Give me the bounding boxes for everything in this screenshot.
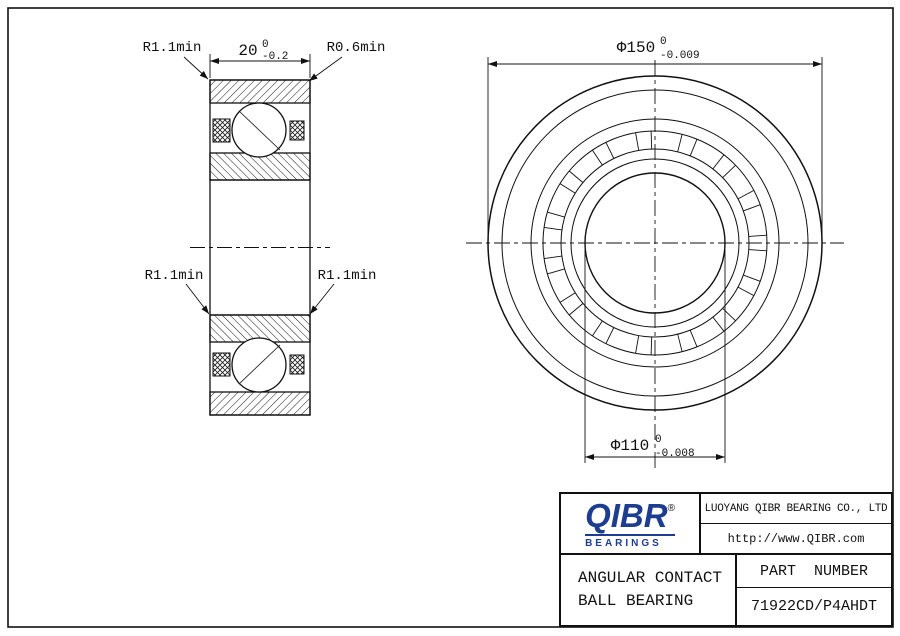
bearing-section-top bbox=[209, 79, 311, 181]
cage-pocket-line bbox=[748, 234, 767, 237]
cage-section-left-bottom bbox=[212, 352, 231, 377]
dim-bore-tol-lower: -0.008 bbox=[655, 448, 695, 460]
cage-pocket-line bbox=[605, 142, 615, 159]
cage-pocket-line bbox=[689, 330, 698, 347]
dim-width-tol-lower: -0.2 bbox=[262, 51, 288, 63]
dim-od-tol-lower: -0.009 bbox=[660, 50, 700, 62]
company-website: http://www.QIBR.com bbox=[727, 531, 865, 546]
company-logo: QIBR® BEARINGS bbox=[561, 494, 701, 553]
cage-pocket-line bbox=[650, 336, 653, 355]
dimension-width: 20 0 -0.2 bbox=[209, 39, 311, 78]
arrowhead-left bbox=[210, 58, 219, 64]
company-info-cell: LUOYANG QIBR BEARING CO., LTD http://www… bbox=[701, 494, 891, 553]
dim-od-tol-upper: 0 bbox=[660, 36, 667, 48]
brand-name: QIBR bbox=[585, 496, 668, 534]
product-type-cell: ANGULAR CONTACT BALL BEARING bbox=[561, 555, 737, 625]
arrowhead-right bbox=[301, 58, 310, 64]
leader-line bbox=[308, 56, 343, 82]
section-outline-bottom bbox=[209, 314, 311, 416]
dim-width-value: 20 bbox=[238, 42, 257, 60]
arrowhead-right bbox=[716, 454, 725, 460]
title-block-row-top: QIBR® BEARINGS LUOYANG QIBR BEARING CO.,… bbox=[561, 494, 891, 555]
fillet-label: R1.1min bbox=[143, 40, 202, 56]
cage-pocket-line bbox=[544, 226, 562, 231]
fillet-label: R1.1min bbox=[318, 268, 377, 284]
product-type-line2: BALL BEARING bbox=[578, 592, 694, 610]
dim-width-tol-upper: 0 bbox=[262, 39, 269, 51]
cage-pocket-line bbox=[547, 211, 565, 218]
section-outline-top bbox=[209, 79, 311, 181]
cage-pocket-line bbox=[712, 154, 725, 170]
cage-pocket-line bbox=[712, 316, 725, 332]
part-number-label: PART NUMBER bbox=[737, 555, 891, 588]
fillet-label: R1.1min bbox=[145, 268, 204, 284]
bearing-section-view: 20 0 -0.2 R1.1min R0.6min R1.1min R1.1mi… bbox=[143, 39, 386, 416]
cage-pocket-lines bbox=[544, 131, 767, 355]
cage-pocket-line bbox=[737, 286, 755, 296]
fillet-label: R0.6min bbox=[327, 40, 386, 56]
brand-lockup: QIBR® bbox=[585, 499, 675, 532]
dim-bore-tol-upper: 0 bbox=[655, 434, 662, 446]
cage-section-right-top bbox=[289, 120, 305, 141]
leader-line bbox=[183, 56, 209, 80]
cage-pocket-line bbox=[737, 190, 755, 200]
cage-pocket-line bbox=[677, 334, 683, 352]
leader-line bbox=[309, 283, 335, 315]
cage-pocket-line bbox=[559, 183, 576, 194]
cage-pocket-line bbox=[605, 327, 615, 344]
company-name: LUOYANG QIBR BEARING CO., LTD bbox=[701, 494, 891, 524]
sheet-border bbox=[7, 7, 894, 628]
dimension-bore-diameter: Φ110 0 -0.008 bbox=[584, 250, 726, 463]
contact-angle-line-top bbox=[238, 110, 281, 151]
registered-trademark-icon: ® bbox=[667, 502, 675, 514]
title-block: QIBR® BEARINGS LUOYANG QIBR BEARING CO.,… bbox=[559, 492, 893, 627]
dim-bore-value: Φ110 bbox=[611, 437, 649, 455]
leader-fillet-mid-right: R1.1min bbox=[309, 268, 377, 315]
cage-pocket-line bbox=[568, 170, 584, 183]
cage-pocket-line bbox=[547, 268, 565, 275]
dim-od-value: Φ150 bbox=[617, 39, 655, 57]
product-type-line1: ANGULAR CONTACT bbox=[578, 568, 723, 587]
arrowhead-right bbox=[813, 61, 822, 67]
part-number-value: 71922CD/P4AHDT bbox=[750, 598, 878, 615]
cage-section-left-top bbox=[212, 118, 231, 143]
brand-subtitle: BEARINGS bbox=[585, 533, 675, 549]
leader-line bbox=[185, 283, 210, 315]
leader-fillet-mid-left: R1.1min bbox=[145, 268, 210, 315]
cage-pocket-line bbox=[635, 335, 640, 354]
cage-pocket-line bbox=[689, 139, 698, 156]
cage-pocket-line bbox=[544, 255, 562, 260]
bearing-front-view: Φ150 0 -0.009 Φ110 0 -0.008 bbox=[466, 36, 844, 470]
outer-ring-section-top bbox=[209, 79, 311, 104]
part-number-cell: PART NUMBER 71922CD/P4AHDT bbox=[737, 555, 891, 625]
cage-pocket-line bbox=[559, 292, 576, 303]
cage-pocket-line bbox=[650, 131, 653, 150]
arrowhead-left bbox=[488, 61, 497, 67]
cage-pocket-line bbox=[677, 134, 683, 152]
cage-pocket-line bbox=[743, 274, 761, 282]
dimension-outer-diameter: Φ150 0 -0.009 bbox=[487, 36, 823, 247]
bearing-section-bottom bbox=[209, 314, 311, 416]
leader-fillet-top-left: R1.1min bbox=[143, 40, 209, 80]
cage-pocket-line bbox=[748, 249, 767, 252]
outer-ring-section-bottom bbox=[209, 391, 311, 416]
cage-pocket-line bbox=[592, 320, 603, 337]
cage-pocket-line bbox=[743, 204, 761, 212]
cage-pocket-line bbox=[592, 149, 603, 166]
contact-angle-line-bottom bbox=[238, 344, 281, 385]
cage-section-right-bottom bbox=[289, 354, 305, 375]
cage-pocket-line bbox=[722, 164, 736, 179]
leader-fillet-top-right: R0.6min bbox=[308, 40, 386, 82]
title-block-row-bottom: ANGULAR CONTACT BALL BEARING PART NUMBER… bbox=[561, 555, 891, 625]
cage-pocket-line bbox=[568, 303, 584, 316]
arrowhead-left bbox=[585, 454, 594, 460]
cage-pocket-line bbox=[635, 132, 640, 151]
